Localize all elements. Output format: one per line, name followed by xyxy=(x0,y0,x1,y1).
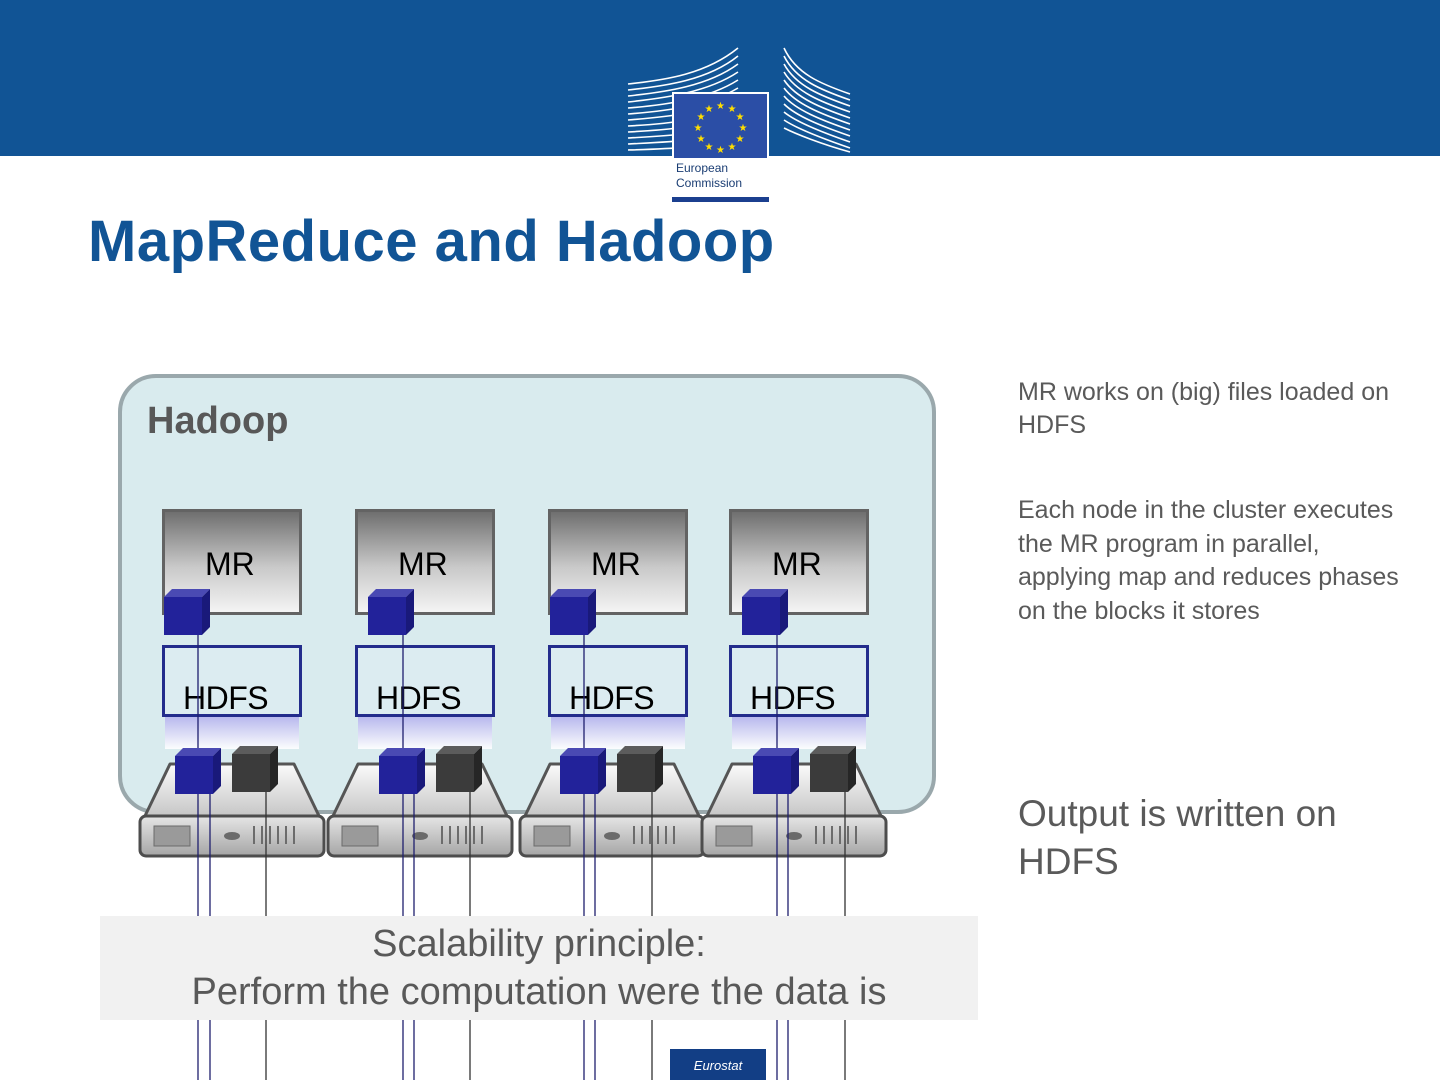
scalability-principle-box: Scalability principle: Perform the compu… xyxy=(100,916,978,1020)
svg-text:★: ★ xyxy=(739,123,748,134)
svg-text:★: ★ xyxy=(736,112,745,123)
hdfs-box: HDFS xyxy=(729,645,869,717)
data-block-icon xyxy=(232,746,278,792)
data-block-icon xyxy=(436,746,482,792)
data-block-icon xyxy=(742,589,788,635)
svg-text:★: ★ xyxy=(728,104,737,115)
mr-label: MR xyxy=(398,546,448,582)
svg-text:★: ★ xyxy=(736,134,745,145)
logo-underline xyxy=(672,197,769,202)
data-block-icon xyxy=(753,748,799,794)
data-block-icon xyxy=(810,746,856,792)
data-block-icon xyxy=(175,748,221,794)
note-output: Output is written on HDFS xyxy=(1018,793,1337,882)
data-block-icon xyxy=(164,589,210,635)
data-block-icon xyxy=(560,748,606,794)
mr-label: MR xyxy=(591,546,641,582)
page-title: MapReduce and Hadoop xyxy=(88,209,775,274)
data-block-icon xyxy=(379,748,425,794)
hdfs-reflection xyxy=(165,717,299,749)
svg-text:★: ★ xyxy=(697,112,706,123)
hdfs-box: HDFS xyxy=(162,645,302,717)
note-mr-files: MR works on (big) files loaded on HDFS xyxy=(1018,378,1389,439)
svg-text:★: ★ xyxy=(728,142,737,153)
hadoop-label: Hadoop xyxy=(147,400,289,442)
svg-text:★: ★ xyxy=(694,123,703,134)
hdfs-label: HDFS xyxy=(376,680,462,716)
note-node-execution: Each node in the cluster executes the MR… xyxy=(1018,496,1399,625)
principle-text: Perform the computation were the data is xyxy=(191,971,887,1013)
svg-text:★: ★ xyxy=(716,145,725,156)
hdfs-label: HDFS xyxy=(569,680,655,716)
server-icon xyxy=(518,762,706,858)
hdfs-label: HDFS xyxy=(183,680,269,716)
svg-text:★: ★ xyxy=(705,142,714,153)
hdfs-reflection xyxy=(358,717,492,749)
svg-text:★: ★ xyxy=(716,101,725,112)
principle-heading: Scalability principle: xyxy=(372,923,706,965)
hdfs-reflection xyxy=(732,717,866,749)
hdfs-reflection xyxy=(551,717,685,749)
svg-text:★: ★ xyxy=(697,134,706,145)
footer-badge: Eurostat xyxy=(670,1049,766,1080)
data-block-icon xyxy=(617,746,663,792)
data-block-icon xyxy=(368,589,414,635)
mr-label: MR xyxy=(772,546,822,582)
hdfs-box: HDFS xyxy=(355,645,495,717)
logo-wordmark: European Commission xyxy=(676,161,743,190)
hdfs-label: HDFS xyxy=(750,680,836,716)
hdfs-box: HDFS xyxy=(548,645,688,717)
european-commission-logo: ★ ★ ★ ★ ★ ★ ★ ★ ★ ★ ★ ★ xyxy=(627,47,851,204)
mr-label: MR xyxy=(205,546,255,582)
data-block-icon xyxy=(550,589,596,635)
svg-text:★: ★ xyxy=(705,104,714,115)
